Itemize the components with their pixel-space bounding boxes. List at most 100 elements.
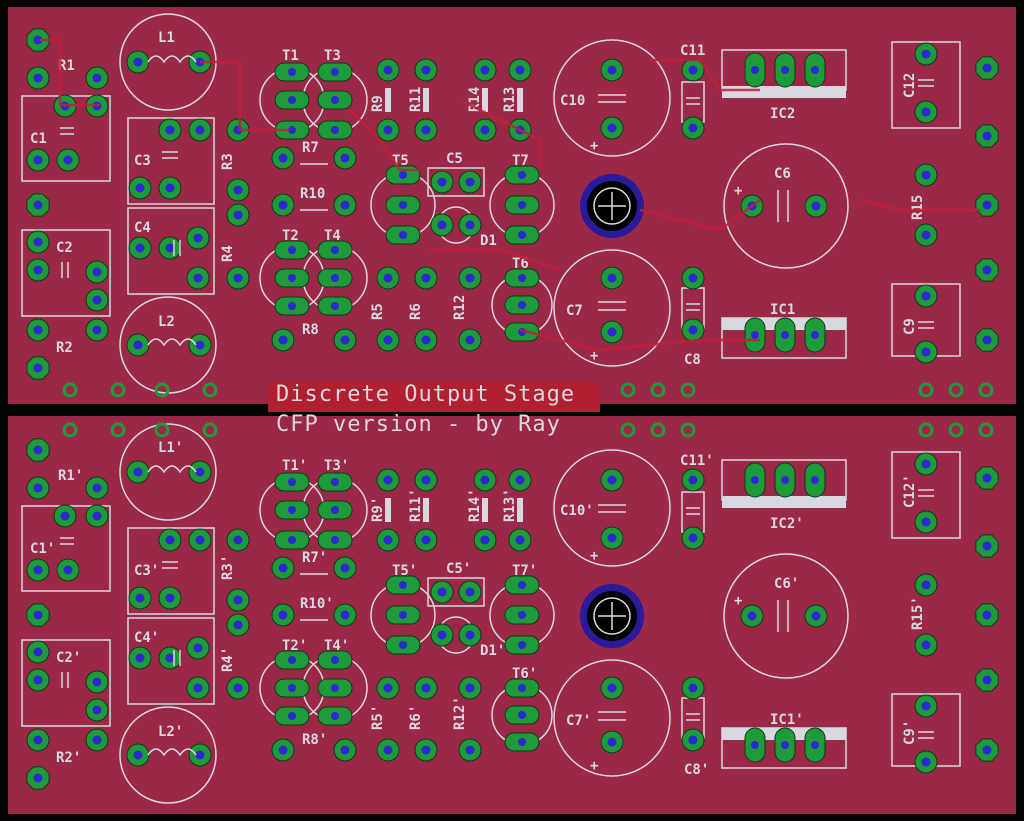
silkscreen-outline xyxy=(21,639,111,727)
component-label: R12 xyxy=(452,295,468,320)
component-label: T5' xyxy=(392,563,417,579)
pad-hole xyxy=(288,684,296,692)
component-label: + xyxy=(590,758,598,774)
pad-hole xyxy=(383,535,393,545)
component-label: IC2 xyxy=(770,106,795,122)
pad-hole xyxy=(465,177,475,187)
pad-hole xyxy=(518,581,526,589)
pad-hole xyxy=(982,335,992,345)
pad-hole xyxy=(331,478,339,486)
via xyxy=(650,382,666,398)
pad-hole xyxy=(92,705,102,715)
pad-hole xyxy=(331,246,339,254)
pad-hole xyxy=(982,675,992,685)
trace xyxy=(519,328,760,352)
pad-hole xyxy=(688,273,698,283)
pad-hole xyxy=(465,683,475,693)
pad-hole xyxy=(331,684,339,692)
pad-hole xyxy=(340,153,350,163)
pad-hole xyxy=(340,563,350,573)
pad-hole xyxy=(811,331,819,339)
pad-hole xyxy=(688,735,698,745)
pad-hole xyxy=(383,65,393,75)
silkscreen-outline xyxy=(21,229,111,317)
trace xyxy=(430,248,561,272)
pad-hole xyxy=(288,712,296,720)
pad-hole xyxy=(195,467,205,477)
component-label: T3' xyxy=(324,458,349,474)
pad-hole xyxy=(331,274,339,282)
pad-hole xyxy=(165,535,175,545)
pad-hole xyxy=(63,565,73,575)
pad-hole xyxy=(33,35,43,45)
pad-hole xyxy=(288,506,296,514)
pad-hole xyxy=(92,677,102,687)
pad-hole xyxy=(399,201,407,209)
component-label: C8 xyxy=(684,352,701,368)
component-label: C9' xyxy=(902,720,918,745)
component-label: T6' xyxy=(512,666,537,682)
pad-hole xyxy=(518,738,526,746)
component-label: + xyxy=(590,548,598,564)
silkscreen-outline xyxy=(127,117,215,205)
pad-hole xyxy=(781,331,789,339)
trace xyxy=(40,38,100,107)
component-label: IC1' xyxy=(770,712,804,728)
pad-hole xyxy=(921,230,931,240)
pad-hole xyxy=(92,735,102,745)
pad-hole xyxy=(33,155,43,165)
pad-hole xyxy=(607,475,617,485)
component-label: R14' xyxy=(467,488,483,522)
via xyxy=(110,422,126,438)
pad-hole xyxy=(278,200,288,210)
pad-hole xyxy=(518,711,526,719)
pad-hole xyxy=(688,123,698,133)
pad-hole xyxy=(982,610,992,620)
pad-hole xyxy=(480,125,490,135)
title-background xyxy=(268,382,600,412)
component-label: R12' xyxy=(452,696,468,730)
component-label: C7 xyxy=(566,303,583,319)
pad-hole xyxy=(193,683,203,693)
title-line-1: Discrete Output Stage xyxy=(276,382,576,407)
pad-hole xyxy=(921,517,931,527)
component-label: C1' xyxy=(30,541,55,557)
component-label: C4 xyxy=(134,220,151,236)
trace xyxy=(459,98,542,170)
silkscreen-circle xyxy=(119,706,217,804)
pad-hole xyxy=(518,231,526,239)
component-label: R2' xyxy=(56,750,81,766)
component-label: R15' xyxy=(910,596,926,630)
pad-hole xyxy=(518,641,526,649)
component-label: C11 xyxy=(680,43,705,59)
component-label: C5' xyxy=(446,561,471,577)
pad-hole xyxy=(921,291,931,301)
component-label: C12' xyxy=(902,474,918,508)
pad-hole xyxy=(465,745,475,755)
pad-hole xyxy=(233,535,243,545)
pad-hole xyxy=(480,535,490,545)
pad-hole xyxy=(135,653,145,663)
via xyxy=(978,422,994,438)
pad-hole xyxy=(421,335,431,345)
pad-hole xyxy=(165,243,175,253)
component-label: IC2' xyxy=(770,516,804,532)
pad-hole xyxy=(921,459,931,469)
pad-hole xyxy=(288,302,296,310)
pad-hole xyxy=(92,325,102,335)
via xyxy=(680,382,696,398)
pad-hole xyxy=(278,563,288,573)
pad-hole xyxy=(921,170,931,180)
pad-hole xyxy=(288,478,296,486)
via xyxy=(110,382,126,398)
pad-hole xyxy=(437,630,447,640)
silkscreen-outline xyxy=(127,617,215,705)
via xyxy=(154,382,170,398)
pad-hole xyxy=(607,683,617,693)
pad-hole xyxy=(982,541,992,551)
component-label: C6 xyxy=(774,166,791,182)
pad-hole xyxy=(331,506,339,514)
pad-hole xyxy=(133,467,143,477)
pad-hole xyxy=(288,246,296,254)
pad-hole xyxy=(33,363,43,373)
